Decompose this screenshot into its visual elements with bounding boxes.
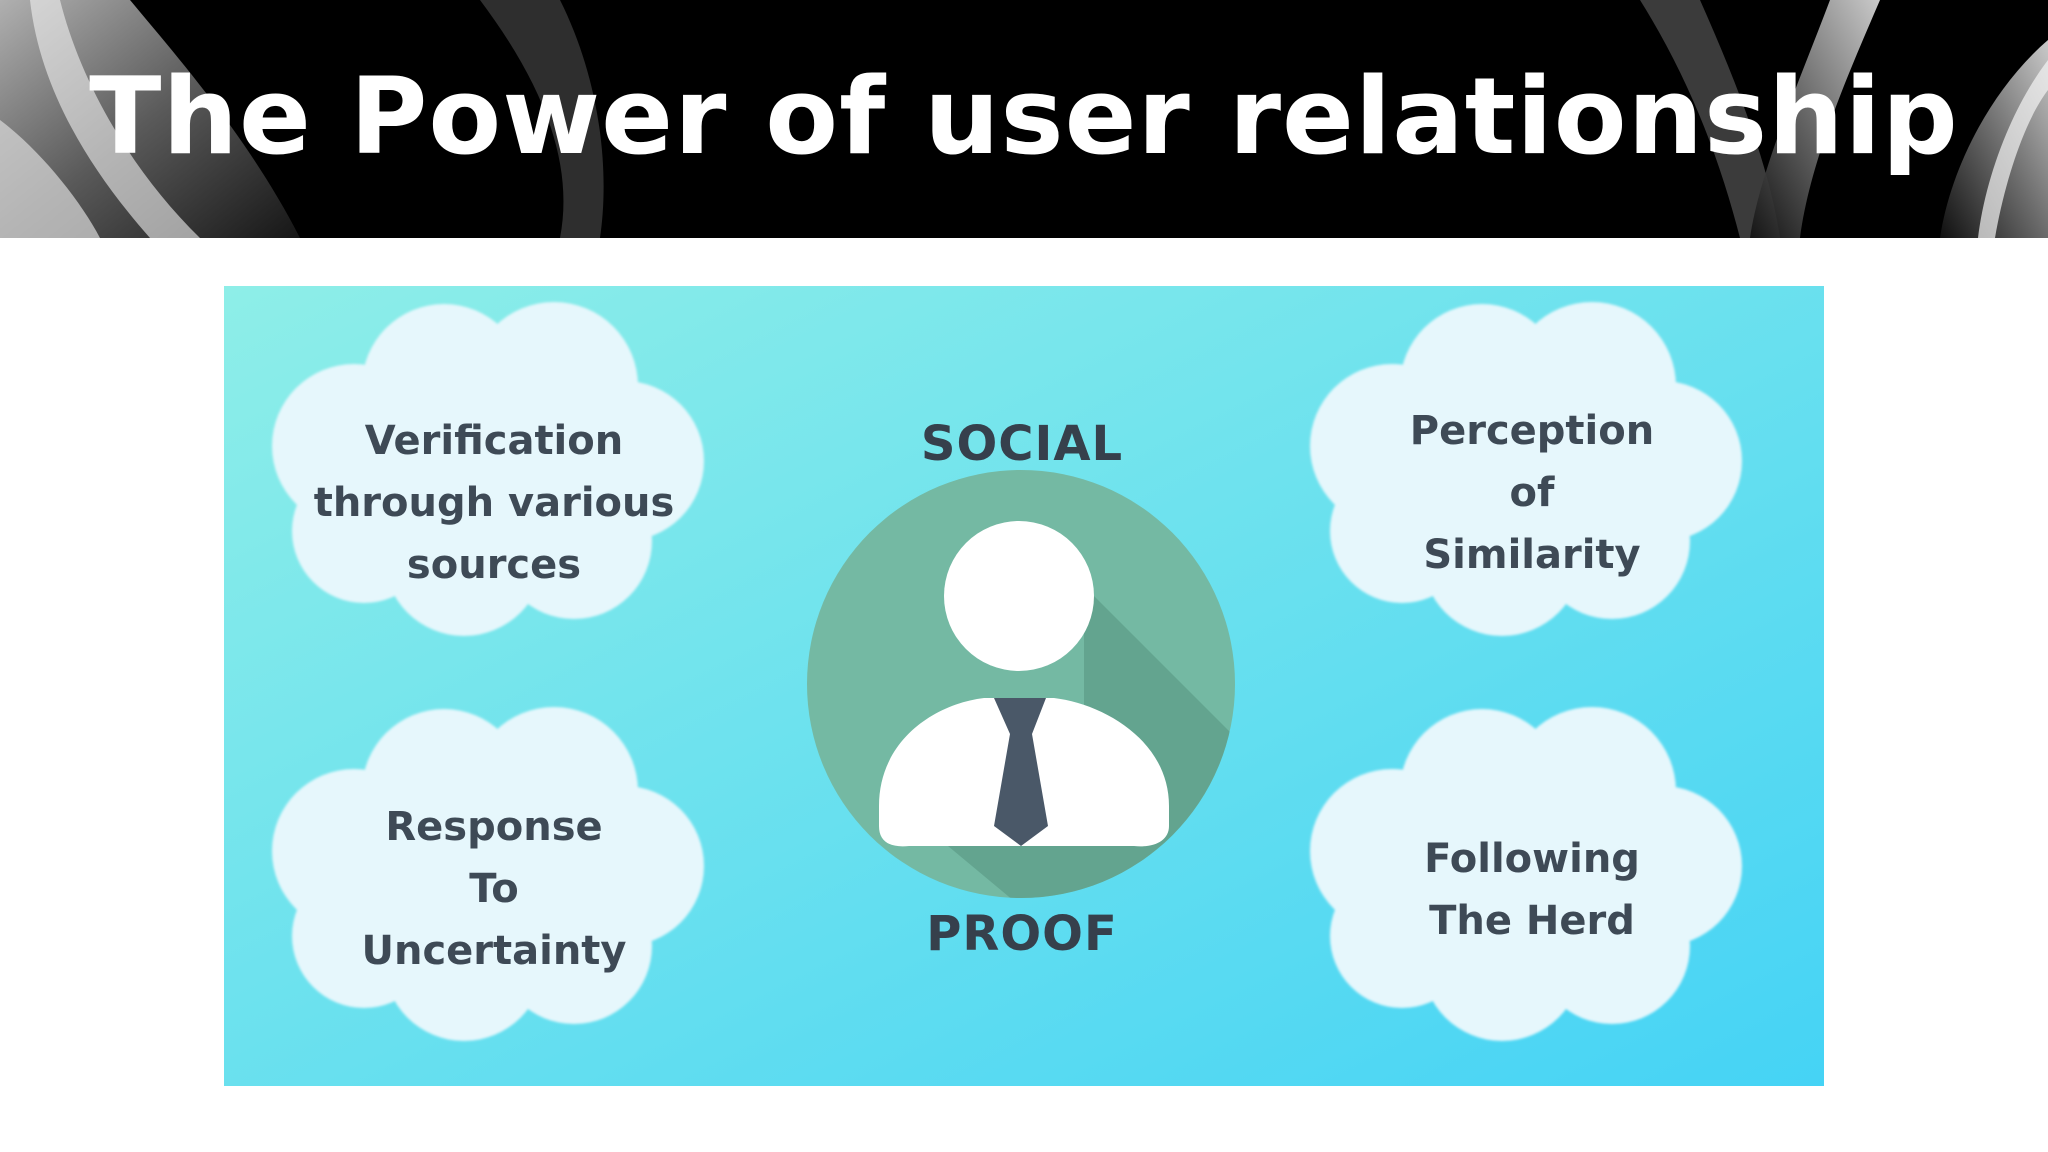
cloud-top-right [1310, 302, 1742, 636]
cloud-bottom-left [272, 707, 704, 1041]
cloud-text-top-right: Perception of Similarity [1409, 408, 1655, 578]
slide-title: The Power of user relationship [89, 55, 1959, 178]
icon-tie [994, 698, 1048, 846]
cloud-top-left [272, 302, 704, 636]
center-label-social: SOCIAL [920, 416, 1124, 472]
header-banner: The Power of user relationship [0, 0, 2048, 238]
cloud-text-bottom-left: Response To Uncertainty [361, 804, 627, 974]
diagram-graphics [224, 286, 1824, 1086]
social-proof-diagram: SOCIAL PROOF Verification through variou… [224, 286, 1824, 1086]
cloud-text-top-left: Verification through various sources [313, 418, 675, 588]
center-label-proof: PROOF [926, 906, 1118, 962]
cloud-text-bottom-right: Following The Herd [1424, 836, 1640, 944]
icon-head [944, 521, 1094, 671]
header-decoration [0, 0, 2048, 238]
cloud-bottom-right [1310, 707, 1742, 1041]
